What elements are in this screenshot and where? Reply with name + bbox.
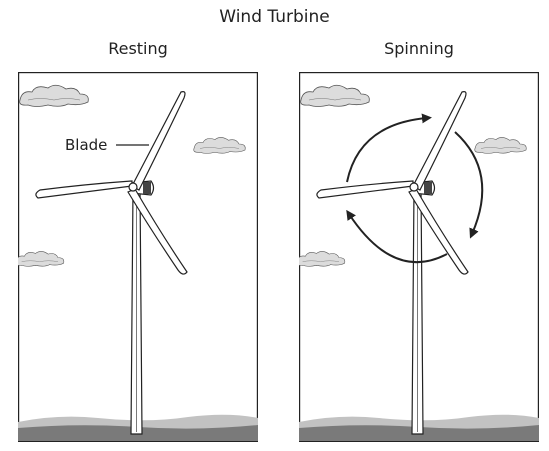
panel-label-resting: Resting — [108, 39, 168, 58]
panel-label-spinning: Spinning — [384, 39, 454, 58]
resting-panel: Blade — [18, 72, 258, 442]
rotation-arrows — [346, 113, 484, 263]
turbine-blades — [35, 91, 188, 275]
figure-title: Wind Turbine — [219, 7, 330, 27]
turbine-tower — [411, 187, 424, 435]
turbine-tower — [130, 187, 143, 435]
rotation-arrow-bottom — [346, 209, 448, 263]
rotation-arrow-right — [454, 131, 484, 239]
spinning-panel — [299, 72, 539, 442]
turbine-blades — [316, 91, 469, 275]
blade-annotation: Blade — [65, 136, 149, 154]
rotation-arrow-top — [346, 113, 432, 183]
blade-label: Blade — [65, 136, 107, 154]
